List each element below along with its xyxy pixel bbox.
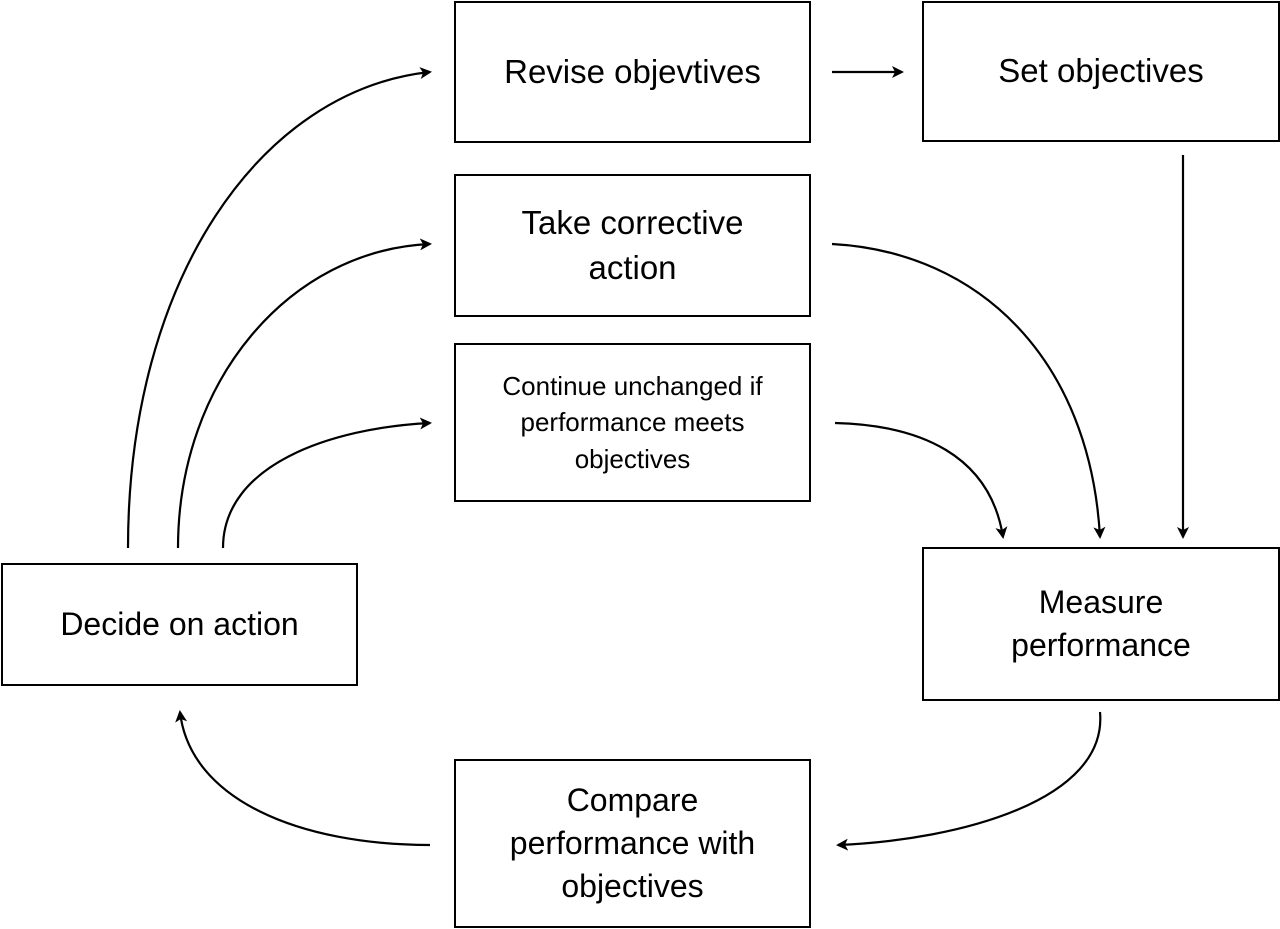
set-objectives-box: Set objectives	[922, 1, 1280, 142]
take-corrective-action-label: Take corrective action	[521, 203, 744, 286]
take-corrective-action-box: Take corrective action	[454, 174, 811, 317]
measure-performance-box: Measure performance	[922, 547, 1280, 701]
arrow-corrective-to-measure	[831, 242, 1106, 539]
revise-objectives-label: Revise objevtives	[504, 52, 761, 90]
measure-performance-label: Measure performance	[1011, 583, 1191, 663]
arrow-measure-to-compare	[836, 711, 1102, 851]
arrow-continue-to-measure	[834, 421, 1008, 539]
compare-performance-box: Compare performance with objectives	[454, 759, 811, 928]
compare-performance-label: Compare performance with objectives	[509, 781, 756, 905]
decide-on-action-label: Decide on action	[60, 605, 299, 642]
arrow-decide-to-continue	[221, 417, 432, 549]
continue-unchanged-label: Continue unchanged if performance meets …	[502, 370, 763, 474]
continue-unchanged-box: Continue unchanged if performance meets …	[454, 343, 811, 502]
decide-on-action-box: Decide on action	[1, 563, 358, 686]
arrow-decide-to-revise	[126, 67, 432, 549]
arrow-compare-to-decide	[175, 710, 431, 847]
revise-objectives-box: Revise objevtives	[454, 1, 811, 143]
set-objectives-label: Set objectives	[998, 52, 1204, 90]
arrow-decide-to-corrective	[176, 238, 432, 549]
